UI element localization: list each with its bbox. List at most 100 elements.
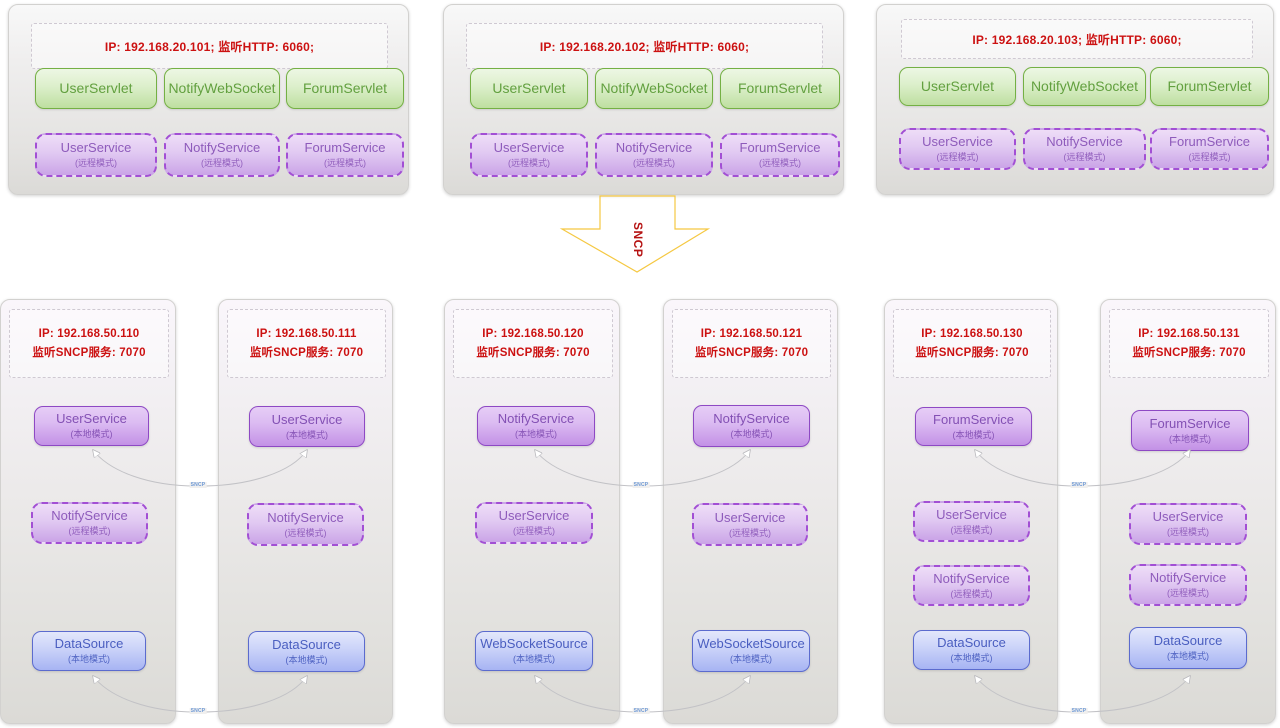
node-label: NotifyWebSocket: [600, 80, 708, 97]
port-label: 监听SNCP服务: 7070: [32, 346, 146, 359]
node-mode: (远程模式): [324, 158, 366, 169]
service-panel-121: IP: 192.168.50.121 监听SNCP服务: 7070 Notify…: [663, 299, 838, 724]
node-userservice-local[interactable]: UserService (本地模式): [34, 406, 149, 446]
service-box-userservice-remote[interactable]: UserService (远程模式): [35, 133, 157, 177]
node-userservice-remote[interactable]: UserService (远程模式): [692, 503, 808, 546]
sncp-edge-label: SNCP: [189, 482, 207, 488]
port-label: 监听SNCP服务: 7070: [694, 346, 809, 359]
ip-label: IP: 192.168.50.120: [482, 328, 584, 341]
sncp-edge-label: SNCP: [1070, 708, 1088, 714]
service-panel-110-header: IP: 192.168.50.110 监听SNCP服务: 7070: [9, 309, 169, 378]
node-label: UserService: [493, 140, 565, 156]
service-box-notifyservice-remote[interactable]: NotifyService (远程模式): [164, 133, 280, 177]
node-datasource-local[interactable]: DataSource (本地模式): [913, 630, 1030, 670]
node-mode: (本地模式): [70, 429, 113, 440]
node-label: UserService: [714, 509, 786, 525]
service-box-forumservice-remote[interactable]: ForumService (远程模式): [720, 133, 840, 177]
node-label: ForumServlet: [737, 80, 823, 97]
port-label: 监听SNCP服务: 7070: [249, 346, 364, 359]
node-label: NotifyService: [267, 509, 344, 525]
servlet-box-notifywebsocket[interactable]: NotifyWebSocket: [1023, 67, 1146, 106]
node-label: NotifyWebSocket: [168, 80, 276, 97]
node-mode: (远程模式): [1167, 588, 1209, 599]
node-label: UserServlet: [492, 80, 566, 97]
node-label: NotifyService: [497, 411, 575, 427]
node-datasource-local[interactable]: DataSource (本地模式): [248, 631, 365, 672]
node-mode: (本地模式): [1167, 651, 1209, 662]
servlet-box-forumservlet[interactable]: ForumServlet: [286, 68, 404, 109]
node-websocketsource-local[interactable]: WebSocketSource (本地模式): [475, 631, 593, 671]
node-mode: (远程模式): [284, 527, 327, 538]
node-label: UserService: [936, 506, 1007, 522]
ip-label: IP: 192.168.50.121: [700, 328, 803, 341]
servlet-box-userservlet[interactable]: UserServlet: [35, 68, 157, 109]
ip-port-label: IP: 192.168.20.103; 监听HTTP: 6060;: [972, 32, 1182, 47]
node-label: DataSource: [54, 636, 124, 652]
node-websocketsource-local[interactable]: WebSocketSource (本地模式): [692, 630, 810, 672]
node-datasource-local[interactable]: DataSource (本地模式): [1129, 627, 1247, 669]
node-mode: (远程模式): [759, 158, 801, 169]
servlet-box-forumservlet[interactable]: ForumServlet: [1150, 67, 1269, 106]
servlet-box-notifywebsocket[interactable]: NotifyWebSocket: [595, 68, 713, 109]
node-notifyservice-remote[interactable]: NotifyService (远程模式): [1129, 564, 1247, 606]
node-label: ForumServlet: [302, 80, 388, 97]
service-panel-131-header: IP: 192.168.50.131 监听SNCP服务: 7070: [1109, 309, 1269, 378]
port-label: 监听SNCP服务: 7070: [1132, 346, 1246, 359]
node-forumservice-local[interactable]: ForumService (本地模式): [1131, 410, 1249, 451]
node-label: UserService: [1152, 509, 1224, 525]
node-userservice-remote[interactable]: UserService (远程模式): [1129, 503, 1247, 545]
node-mode: (本地模式): [286, 429, 328, 440]
node-notifyservice-remote[interactable]: NotifyService (远程模式): [31, 502, 148, 544]
sncp-edge-label: SNCP: [189, 708, 207, 714]
ip-label: IP: 192.168.50.111: [256, 328, 357, 341]
node-mode: (远程模式): [1167, 527, 1209, 538]
node-label: DataSource: [1153, 633, 1223, 649]
node-label: NotifyService: [933, 570, 1010, 586]
service-box-forumservice-remote[interactable]: ForumService (远程模式): [286, 133, 404, 177]
node-label: UserService: [60, 140, 132, 156]
servlet-box-userservlet[interactable]: UserServlet: [899, 67, 1016, 106]
node-notifyservice-remote[interactable]: NotifyService (远程模式): [913, 565, 1030, 606]
node-label: NotifyService: [1046, 134, 1123, 150]
node-mode: (远程模式): [936, 152, 979, 163]
app-panel-103-header: IP: 192.168.20.103; 监听HTTP: 6060;: [901, 19, 1253, 59]
node-userservice-remote[interactable]: UserService (远程模式): [475, 502, 593, 544]
node-notifyservice-local[interactable]: NotifyService (本地模式): [693, 405, 810, 447]
service-box-userservice-remote[interactable]: UserService (远程模式): [899, 128, 1016, 170]
node-mode: (远程模式): [201, 158, 243, 169]
node-notifyservice-remote[interactable]: NotifyService (远程模式): [247, 503, 364, 546]
node-mode: (远程模式): [513, 526, 555, 537]
service-panel-130: IP: 192.168.50.130 监听SNCP服务: 7070 ForumS…: [884, 299, 1058, 724]
service-box-userservice-remote[interactable]: UserService (远程模式): [470, 133, 588, 177]
node-mode: (远程模式): [75, 158, 117, 169]
service-panel-111: IP: 192.168.50.111 监听SNCP服务: 7070 UserSe…: [218, 299, 393, 724]
node-userservice-remote[interactable]: UserService (远程模式): [913, 501, 1030, 542]
ip-label: IP: 192.168.50.131: [1138, 328, 1240, 341]
service-panel-121-header: IP: 192.168.50.121 监听SNCP服务: 7070: [672, 309, 831, 378]
sncp-edge-label: SNCP: [632, 482, 650, 488]
node-label: ForumService: [933, 411, 1014, 427]
node-mode: (远程模式): [68, 526, 111, 537]
node-mode: (本地模式): [1169, 433, 1211, 444]
servlet-box-forumservlet[interactable]: ForumServlet: [720, 68, 840, 109]
servlet-box-notifywebsocket[interactable]: NotifyWebSocket: [164, 68, 280, 109]
node-label: NotifyService: [615, 140, 693, 156]
node-notifyservice-local[interactable]: NotifyService (本地模式): [477, 406, 595, 446]
service-box-notifyservice-remote[interactable]: NotifyService (远程模式): [1023, 128, 1146, 170]
node-mode: (远程模式): [1063, 152, 1106, 163]
node-forumservice-local[interactable]: ForumService (本地模式): [915, 407, 1032, 446]
node-label: ForumService: [1169, 134, 1250, 150]
node-label: ForumService: [739, 140, 821, 156]
sncp-edge-label: SNCP: [1070, 482, 1088, 488]
node-mode: (远程模式): [950, 524, 993, 535]
node-mode: (远程模式): [508, 158, 550, 169]
service-box-forumservice-remote[interactable]: ForumService (远程模式): [1150, 128, 1269, 170]
node-datasource-local[interactable]: DataSource (本地模式): [32, 631, 146, 671]
node-label: DataSource: [937, 635, 1006, 651]
servlet-box-userservlet[interactable]: UserServlet: [470, 68, 588, 109]
service-panel-131: IP: 192.168.50.131 监听SNCP服务: 7070 ForumS…: [1100, 299, 1276, 724]
node-mode: (本地模式): [730, 429, 773, 440]
node-label: NotifyService: [1149, 570, 1227, 586]
node-userservice-local[interactable]: UserService (本地模式): [249, 406, 365, 447]
service-box-notifyservice-remote[interactable]: NotifyService (远程模式): [595, 133, 713, 177]
